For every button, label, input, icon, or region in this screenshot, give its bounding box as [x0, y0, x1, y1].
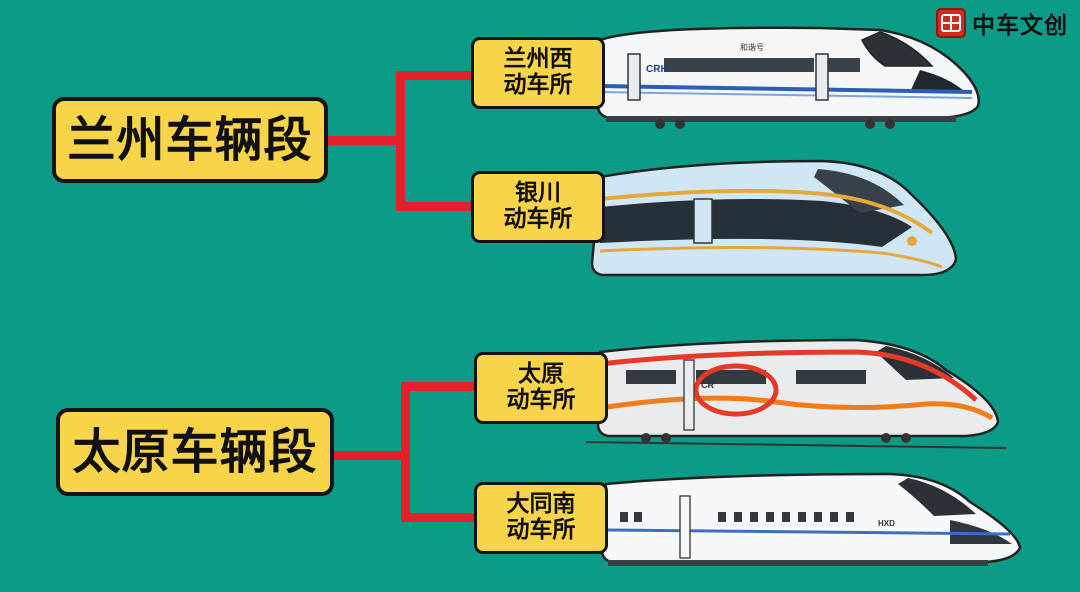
facility-label-lanzhouxi: 兰州西 动车所	[471, 37, 605, 109]
cr-logo-label: CR	[701, 380, 714, 390]
connector-line	[401, 382, 410, 522]
connector-line	[401, 513, 477, 522]
fuxing-cr400af-train-icon	[582, 155, 960, 285]
facility-line2: 动车所	[507, 518, 576, 544]
depot-label-text: 兰州车辆段	[67, 116, 312, 164]
facility-line2: 动车所	[504, 207, 573, 233]
facility-line1: 大同南	[507, 492, 576, 518]
facility-label-datongnan: 大同南 动车所	[474, 482, 608, 554]
depot-label-lanzhou: 兰州车辆段	[52, 97, 328, 183]
facility-line1: 兰州西	[504, 47, 573, 73]
connector-line	[396, 71, 405, 211]
depot-label-taiyuan: 太原车辆段	[56, 408, 334, 496]
facility-line1: 银川	[515, 181, 561, 207]
connector-line	[401, 382, 477, 391]
hxd-logo-label: HXD	[878, 519, 895, 528]
brand-logo-text: 中车文创	[972, 6, 1068, 40]
facility-line1: 太原	[518, 362, 564, 388]
hexie-crh380-train-icon: HXD	[590, 462, 1030, 570]
connector-line	[326, 136, 402, 145]
facility-line2: 动车所	[504, 73, 573, 99]
facility-label-yinchuan: 银川 动车所	[471, 171, 605, 243]
connector-line	[396, 202, 474, 211]
crh-hexie-train-icon: CRH 和谐号	[580, 20, 985, 130]
connector-line	[396, 71, 474, 80]
depot-label-text: 太原车辆段	[72, 428, 317, 476]
connector-line	[332, 451, 406, 460]
facility-line2: 动车所	[507, 388, 576, 414]
facility-label-taiyuan: 太原 动车所	[474, 352, 608, 424]
fuxing-cr400bf-train-icon: CR	[586, 330, 1006, 450]
crh-logo-label: CRH	[646, 64, 668, 75]
crh-name-label: 和谐号	[740, 42, 764, 52]
